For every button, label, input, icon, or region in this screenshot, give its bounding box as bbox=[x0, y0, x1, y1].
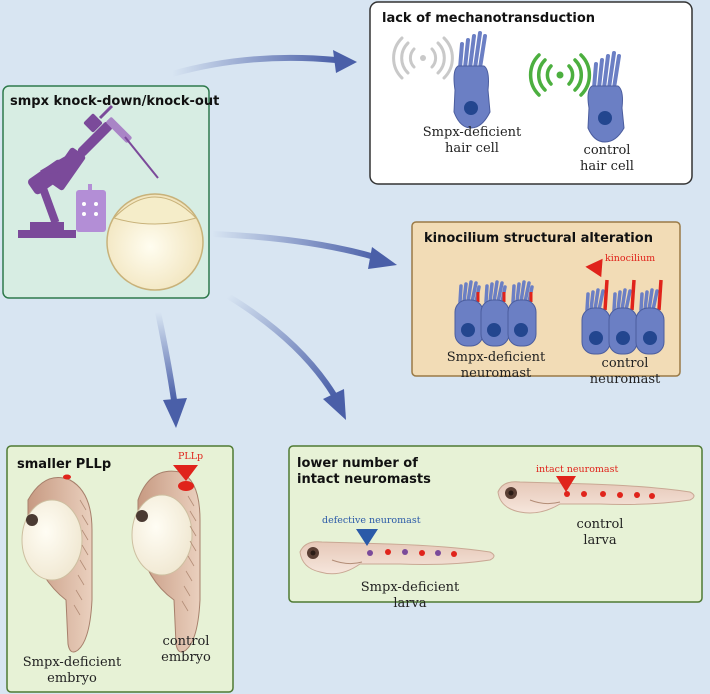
neuromasts-deficient-label: Smpx-deficient larva bbox=[360, 580, 460, 611]
arrow-to-mechanotransduction bbox=[171, 50, 357, 77]
knockdown-title: smpx knock-down/knock-out bbox=[10, 94, 220, 109]
control-hair-cell-icon bbox=[587, 51, 625, 143]
kinocilium-annotation: kinocilium bbox=[605, 253, 656, 264]
deficient-larva-icon bbox=[299, 541, 495, 575]
arrow-to-kinocilium bbox=[211, 231, 397, 269]
control-neuromast-icon bbox=[581, 279, 665, 355]
mechano-control-label: control hair cell bbox=[580, 143, 634, 174]
control-larva-icon bbox=[497, 481, 695, 514]
kinocilium-pointer-icon bbox=[585, 258, 603, 278]
kinocilium-control-label: control neuromast bbox=[589, 356, 661, 387]
intact-neuromast-annotation: intact neuromast bbox=[536, 464, 619, 475]
arrow-to-pllp bbox=[155, 311, 187, 428]
mechano-title: lack of mechanotransduction bbox=[382, 11, 596, 26]
kinocilium-deficient-label: Smpx-deficient neuromast bbox=[446, 350, 546, 381]
deficient-hair-cell-icon bbox=[453, 31, 491, 129]
pllp-control-label: control embryo bbox=[161, 634, 211, 665]
pllp-annotation: PLLp bbox=[178, 451, 204, 462]
defective-neuromast-annotation: defective neuromast bbox=[322, 515, 421, 526]
defective-neuromast-pointer-icon bbox=[356, 529, 378, 546]
neuromasts-title: lower number of intact neuromasts bbox=[297, 456, 431, 487]
pllp-pointer-icon bbox=[173, 465, 198, 481]
pllp-title: smaller PLLp bbox=[17, 457, 112, 472]
kinocilium-title: kinocilium structural alteration bbox=[424, 231, 653, 246]
mechano-deficient-label: Smpx-deficient hair cell bbox=[422, 125, 522, 156]
microinjector-icon bbox=[18, 104, 114, 238]
intact-neuromast-pointer-icon bbox=[556, 476, 576, 492]
neuromasts-control-label: control larva bbox=[576, 517, 624, 548]
needle-icon bbox=[106, 117, 159, 179]
signal-present-icon bbox=[528, 53, 592, 97]
pllp-deficient-label: Smpx-deficient embryo bbox=[22, 655, 122, 686]
zebrafish-egg-icon bbox=[106, 193, 204, 291]
deficient-neuromast-icon bbox=[454, 280, 537, 347]
arrow-to-neuromasts bbox=[226, 293, 346, 420]
control-embryo-icon bbox=[131, 470, 201, 653]
deficient-embryo-icon bbox=[21, 474, 93, 653]
signal-absent-icon bbox=[392, 36, 454, 80]
